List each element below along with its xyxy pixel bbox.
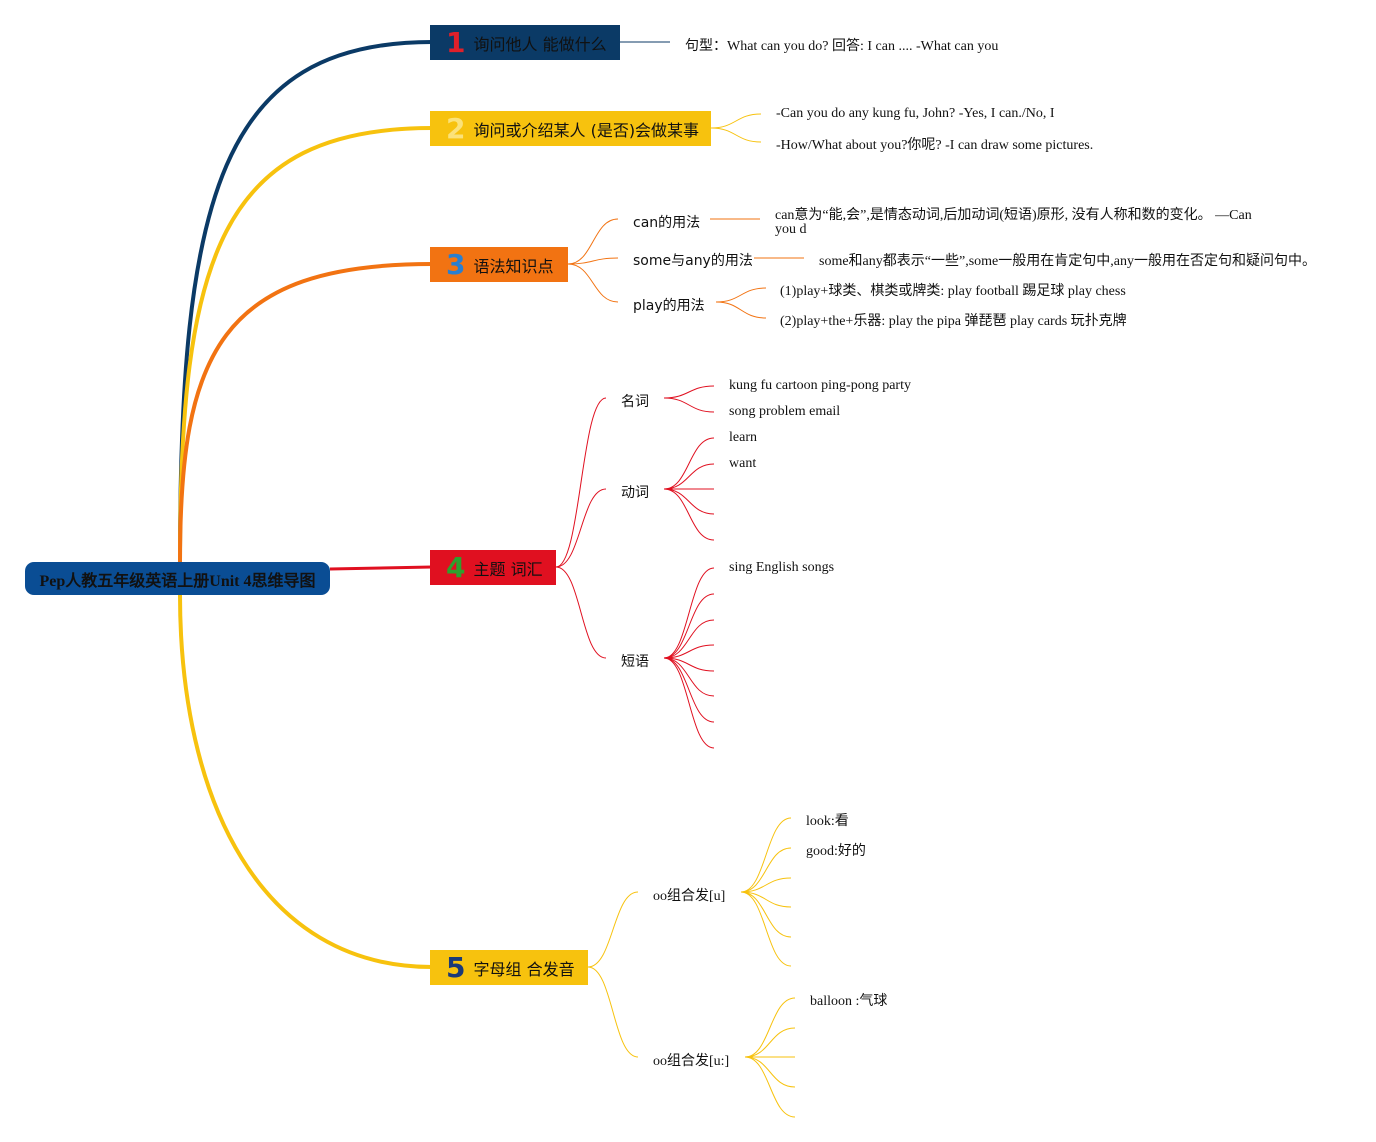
vocab-item: learn: [729, 430, 757, 445]
connector-phonics-item: [740, 877, 792, 893]
topic-some-any-usage[interactable]: some与any的用法: [633, 253, 753, 269]
connector-phonics-item: [744, 1027, 796, 1058]
vocab-item: sing English songs: [729, 560, 835, 575]
topic-nouns[interactable]: 名词: [621, 394, 649, 410]
connector-branch-4-topic: [555, 397, 607, 568]
branch-1[interactable]: 1 询问他人 能做什么: [430, 25, 620, 60]
connector-vocab-item: [663, 657, 715, 749]
topic-verbs[interactable]: 动词: [621, 485, 649, 501]
branch-2-number: 2: [446, 112, 466, 145]
connector-root-branch-1: [178, 40, 433, 563]
connector-branch-3-topic: [567, 257, 619, 265]
connector-root-branch-4: [329, 565, 433, 571]
topic-oo-long[interactable]: oo组合发[u:]: [653, 1054, 730, 1069]
branch-5[interactable]: 5 字母组 合发音: [430, 950, 588, 985]
connector-root-branch-2: [178, 126, 433, 563]
topic-detail: you d: [775, 222, 807, 237]
topic-play-usage[interactable]: play的用法: [633, 298, 705, 314]
connector-branch-4-topic: [555, 566, 607, 659]
connector-vocab-item: [663, 463, 715, 490]
topic-can-usage[interactable]: can的用法: [633, 215, 701, 231]
connector-vocab-item: [663, 619, 715, 659]
connector-branch-2-detail: [710, 113, 762, 129]
connector-phonics-item: [740, 891, 792, 908]
root-topic[interactable]: Pep人教五年级英语上册Unit 4思维导图: [25, 562, 330, 595]
branch-1-detail: 句型：What can you do? 回答: I can .... -What…: [685, 39, 999, 54]
topic-detail: can意为“能,会”,是情态动词,后加动词(短语)原形, 没有人称和数的变化。 …: [775, 208, 1252, 223]
branch-4-title: 主题 词汇: [473, 559, 543, 579]
connector-branch-5-topic: [587, 891, 639, 968]
connector-topic-detail: [715, 287, 767, 303]
connector-vocab-item: [663, 593, 715, 659]
connector-vocab-item: [663, 397, 715, 413]
vocab-item: kung fu cartoon ping-pong party: [729, 378, 911, 393]
connector-branch-3-topic: [567, 218, 619, 265]
connector-phonics-item: [744, 1056, 796, 1118]
topic-phrases[interactable]: 短语: [621, 654, 649, 670]
connector-phonics-item: [744, 1056, 796, 1088]
connector-vocab-item: [663, 488, 715, 515]
connector-vocab-item: [663, 385, 715, 399]
branch-2-title: 询问或介绍某人 (是否)会做某事: [473, 120, 700, 140]
branch-2-detail: -How/What about you?你呢? -I can draw some…: [776, 138, 1094, 153]
phonics-item: look:看: [806, 814, 849, 829]
branch-3-number: 3: [446, 248, 466, 281]
connector-vocab-item: [663, 567, 715, 659]
root-topic-label: Pep人教五年级英语上册Unit 4思维导图: [39, 572, 316, 590]
connector-vocab-item: [663, 657, 715, 697]
connector-branch-4-topic: [555, 488, 607, 568]
connector-root-branch-5: [178, 594, 433, 969]
connector-vocab-item: [663, 488, 715, 541]
branch-5-number: 5: [446, 951, 466, 984]
topic-detail: some和any都表示“一些”,some一般用在肯定句中,any一般用在否定句和…: [819, 254, 1316, 269]
connector-phonics-item: [744, 997, 796, 1058]
branch-3-title: 语法知识点: [473, 256, 554, 276]
connector-phonics-item: [740, 891, 792, 938]
branch-2-detail: -Can you do any kung fu, John? -Yes, I c…: [776, 106, 1055, 121]
branch-3[interactable]: 3 语法知识点: [430, 247, 568, 282]
phonics-item: balloon :气球: [810, 994, 888, 1009]
vocab-item: song problem email: [729, 404, 841, 419]
connector-root-branch-3: [178, 262, 433, 563]
connector-phonics-item: [740, 847, 792, 893]
connector-phonics-item: [740, 817, 792, 893]
topic-oo-short[interactable]: oo组合发[u]: [653, 889, 726, 904]
branch-2[interactable]: 2 询问或介绍某人 (是否)会做某事: [430, 111, 711, 146]
branch-1-title: 询问他人 能做什么: [473, 34, 607, 54]
topic-detail: (2)play+the+乐器: play the pipa 弹琵琶 play c…: [780, 314, 1127, 329]
connector-branch-2-detail: [710, 127, 762, 143]
branch-4[interactable]: 4 主题 词汇: [430, 550, 556, 585]
topic-detail: (1)play+球类、棋类或牌类: play football 踢足球 play…: [780, 284, 1126, 299]
connector-phonics-item: [740, 891, 792, 967]
connector-vocab-item: [663, 657, 715, 723]
branch-1-number: 1: [446, 26, 466, 59]
connector-vocab-item: [663, 437, 715, 490]
branch-4-number: 4: [446, 551, 466, 584]
connector-branch-3-topic: [567, 263, 619, 303]
phonics-item: good:好的: [806, 844, 866, 859]
connector-branch-5-topic: [587, 966, 639, 1058]
connector-vocab-item: [663, 644, 715, 659]
branch-5-title: 字母组 合发音: [473, 959, 575, 979]
vocab-item: want: [729, 456, 757, 471]
connector-topic-detail: [715, 301, 767, 319]
